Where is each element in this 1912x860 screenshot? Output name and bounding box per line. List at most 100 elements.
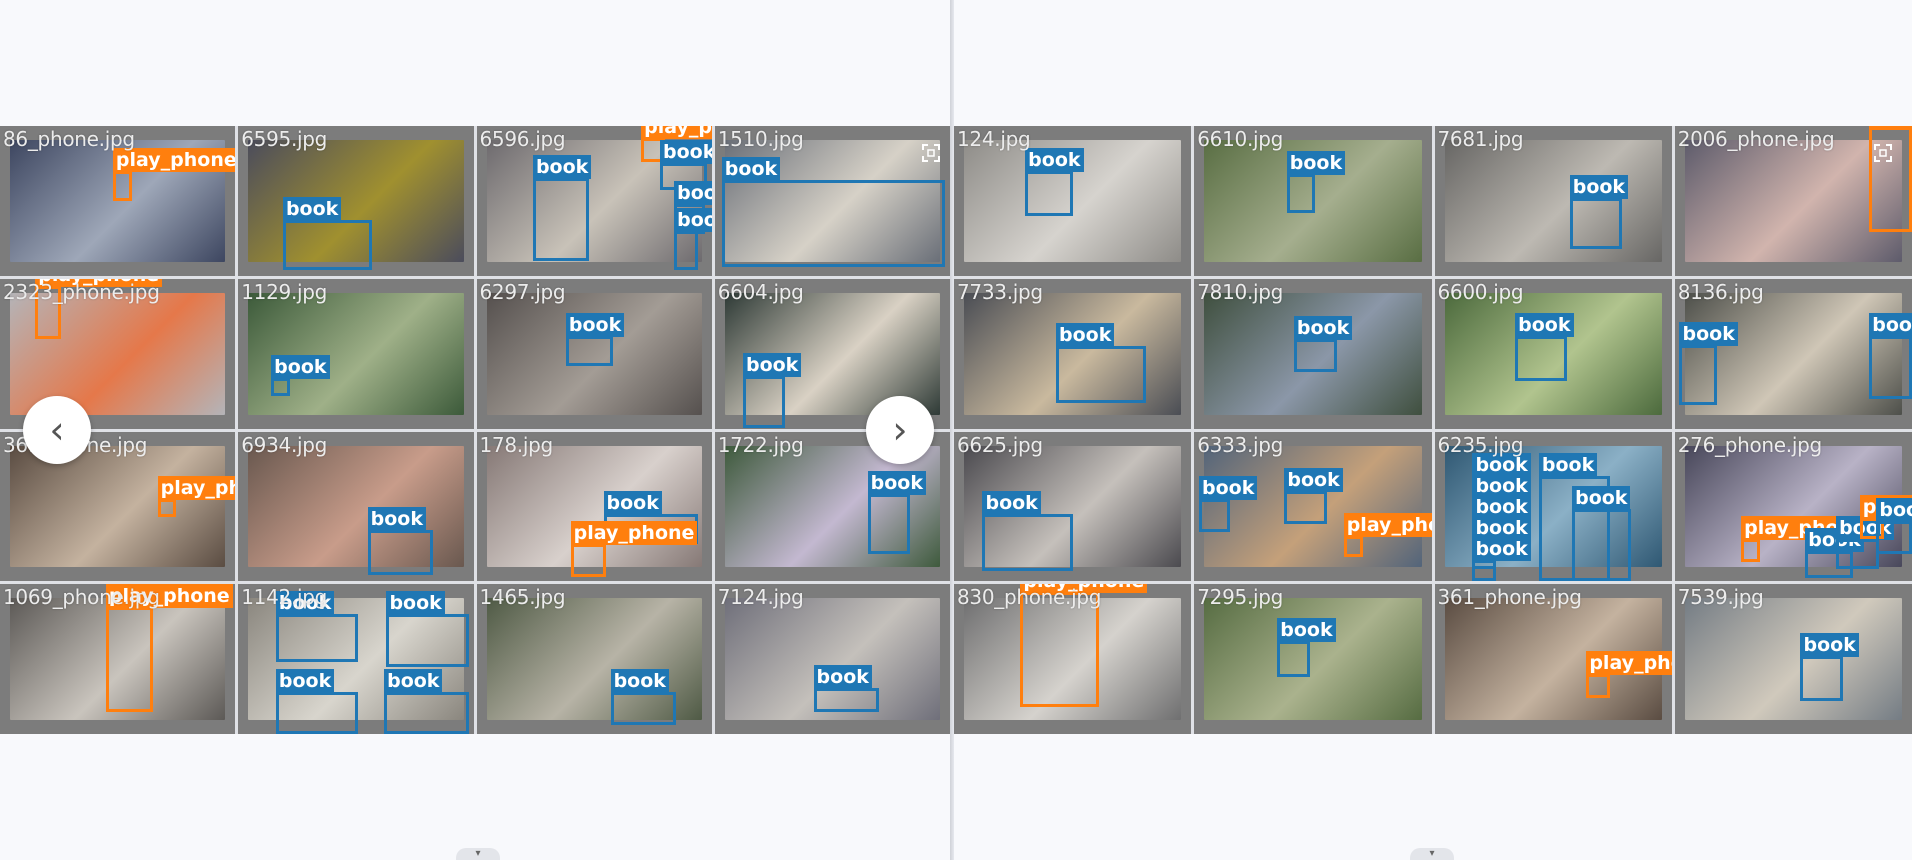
- detection-label: book: [982, 490, 1041, 515]
- image-tile[interactable]: play_phone361_phone.jpg: [1434, 584, 1672, 734]
- image-tile[interactable]: book 1129.jpg: [238, 278, 474, 429]
- image-filename: 361_phone.jpg: [1437, 585, 1582, 610]
- image-grid-right: book124.jpgbook6610.jpgbook7681.jpgplay_…: [954, 126, 1912, 734]
- image-tile[interactable]: play_phone830_phone.jpg: [954, 584, 1192, 734]
- detection-label: book: [867, 471, 926, 496]
- detection-box-play-phone: play_phone: [570, 520, 698, 577]
- detection-box-book: book: [275, 591, 359, 663]
- chevron-left-icon: ‹: [49, 408, 65, 452]
- chevron-right-icon: ›: [892, 408, 908, 452]
- image-thumbnail: [486, 445, 702, 568]
- detection-label: book: [1056, 323, 1115, 348]
- collapse-toggle-left[interactable]: ▾: [456, 848, 500, 860]
- next-page-button[interactable]: ›: [866, 396, 934, 464]
- image-tile[interactable]: bookbook8136.jpg: [1674, 278, 1912, 429]
- collapse-toggle-right[interactable]: ▾: [1410, 848, 1454, 860]
- detection-label: book: [532, 155, 592, 180]
- image-filename: 1129.jpg: [241, 279, 328, 304]
- detection-label: book: [1284, 468, 1343, 493]
- detection-box-book: book: [1198, 475, 1258, 532]
- image-tile[interactable]: play_phone2006_phone.jpg: [1674, 126, 1912, 276]
- detection-label: book: [1472, 537, 1531, 562]
- detection-label: play_phone: [157, 475, 236, 500]
- image-filename: 6604.jpg: [717, 279, 804, 304]
- detection-label: book: [721, 156, 781, 181]
- detection-box-play-phone: play_phone: [112, 147, 236, 201]
- detection-label: book: [1869, 312, 1912, 337]
- detection-box-book: book: [1836, 516, 1895, 570]
- detection-box-book: book: [271, 354, 330, 396]
- detection-label: book: [659, 140, 712, 165]
- detection-box-book: book: [1869, 312, 1912, 399]
- detection-label: play_phone: [1020, 584, 1148, 593]
- detection-label: book: [282, 197, 342, 222]
- image-filename: 7295.jpg: [1197, 585, 1284, 610]
- detection-label: book: [603, 490, 662, 515]
- image-filename: 86_phone.jpg: [3, 127, 135, 151]
- image-filename: 8136.jpg: [1677, 279, 1764, 304]
- gallery-panel-right: book124.jpgbook6610.jpgbook7681.jpgplay_…: [954, 0, 1912, 860]
- image-tile[interactable]: book 7539.jpg: [1674, 584, 1912, 734]
- detection-box-book: book: [367, 507, 434, 576]
- detection-label: book: [1515, 312, 1574, 337]
- detection-label: book: [1472, 453, 1531, 478]
- fullscreen-icon[interactable]: [920, 142, 942, 164]
- image-thumbnail: [1444, 140, 1662, 262]
- image-tile[interactable]: play_phone2323_phone.jpg: [0, 278, 236, 429]
- detection-label: play_phone: [641, 126, 712, 139]
- detection-box-book: book: [1876, 498, 1912, 555]
- image-thumbnail: [724, 445, 940, 568]
- detection-box-book: book: [610, 669, 677, 725]
- detection-label: book: [1472, 516, 1531, 541]
- image-filename: 6596.jpg: [479, 127, 566, 151]
- image-thumbnail: [1684, 292, 1902, 415]
- caret-down-icon: ▾: [1429, 848, 1435, 859]
- detection-box-book: book: [1472, 537, 1531, 582]
- detection-label: book: [1286, 150, 1346, 175]
- detection-label: play_phone: [105, 584, 233, 608]
- panel-divider[interactable]: [950, 0, 954, 860]
- detection-box-book: book: [386, 591, 469, 667]
- image-filename: 7124.jpg: [717, 585, 804, 610]
- image-thumbnail: [1204, 292, 1422, 415]
- previous-page-button[interactable]: ‹: [23, 396, 91, 464]
- image-tile[interactable]: play_phonebookbookplay_phonebook276_phon…: [1674, 431, 1912, 582]
- detection-box-book: book: [282, 197, 373, 270]
- detection-label: book: [1800, 633, 1859, 658]
- detection-box-book: book: [1293, 315, 1353, 372]
- fullscreen-icon[interactable]: [1872, 142, 1894, 164]
- image-thumbnail: [486, 598, 702, 720]
- image-thumbnail: [1204, 598, 1422, 720]
- caret-down-icon: ▾: [475, 848, 481, 859]
- image-thumbnail: [1684, 598, 1902, 720]
- image-filename: 7539.jpg: [1677, 585, 1764, 610]
- detection-box-play-phone: play_phone: [157, 475, 236, 517]
- detection-label: book: [275, 669, 335, 694]
- image-thumbnail: [248, 445, 464, 568]
